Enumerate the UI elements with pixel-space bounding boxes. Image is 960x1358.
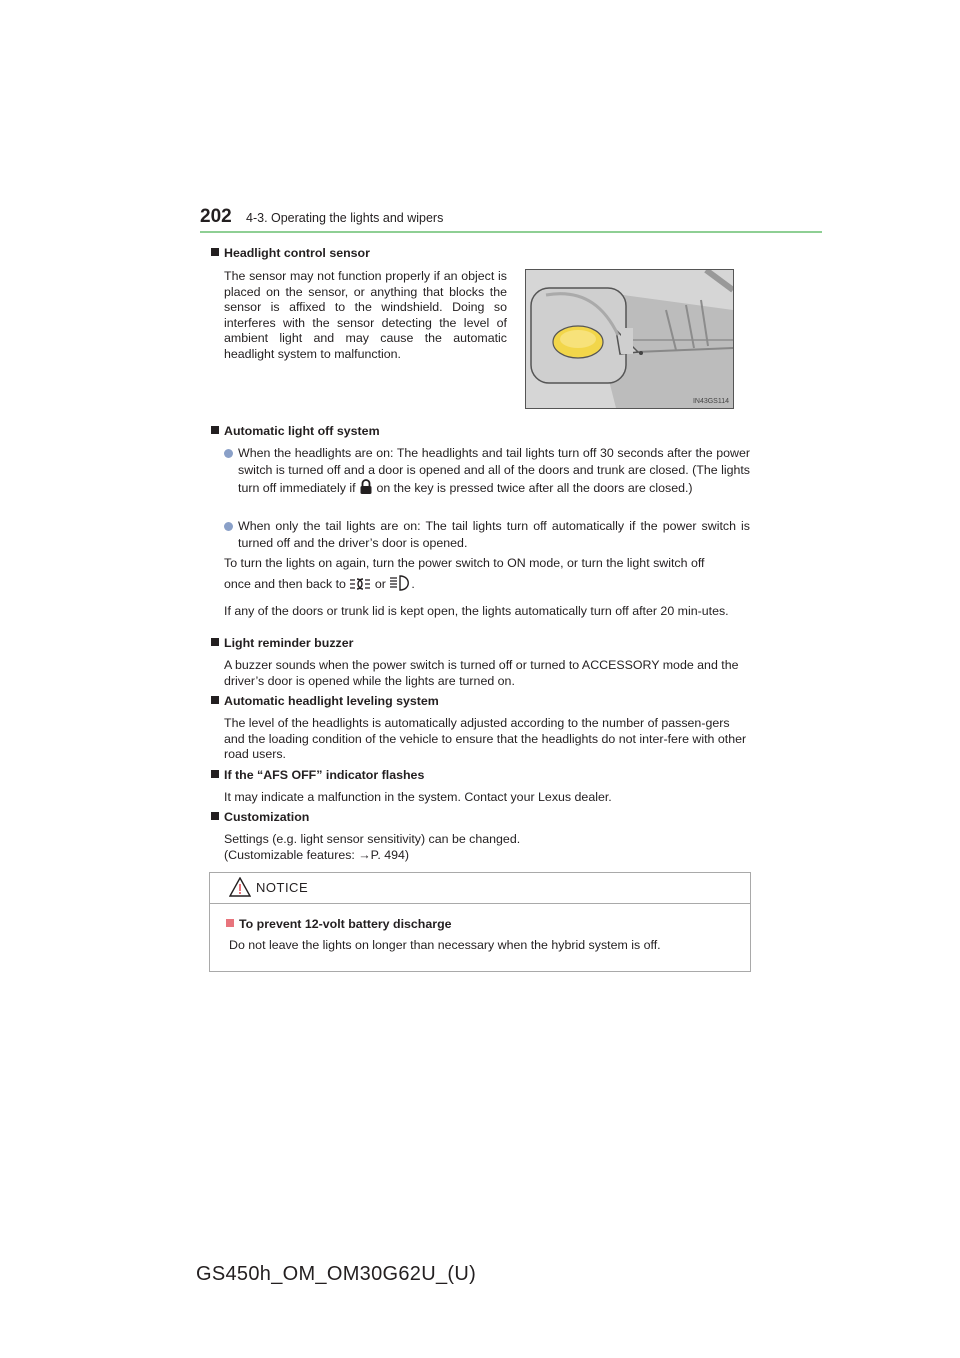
heading-square-icon [211, 426, 219, 434]
header-rule [200, 231, 822, 233]
page-header: 202 4-3. Operating the lights and wipers [200, 206, 840, 230]
heading-light-reminder: Light reminder buzzer [211, 636, 353, 651]
leveling-description: The level of the headlights is automatic… [224, 716, 747, 762]
heading-square-icon [226, 919, 234, 927]
notice-heading: To prevent 12-volt battery discharge [226, 917, 452, 931]
heading-square-icon [211, 696, 219, 704]
footer-model-code: GS450h_OM_OM30G62U_(U) [196, 1263, 477, 1285]
notice-text: Do not leave the lights on longer than n… [229, 938, 661, 952]
headlight-sensor-figure: IN43GS114 [525, 269, 734, 409]
heading-headlight-sensor: Headlight control sensor [211, 246, 370, 261]
headlight-icon [389, 574, 411, 596]
page-number: 202 [200, 206, 232, 227]
bullet-tail-lights-on: When only the tail lights are on: The ta… [224, 518, 750, 552]
heading-square-icon [211, 812, 219, 820]
buzzer-description: A buzzer sounds when the power switch is… [224, 658, 739, 688]
customization-settings: Settings (e.g. light sensor sensitivity)… [224, 832, 521, 846]
heading-square-icon [211, 770, 219, 778]
heading-square-icon [211, 248, 219, 256]
sensor-illustration [526, 270, 733, 408]
bullet-dot-icon [224, 449, 233, 458]
sensor-description: The sensor may not function properly if … [224, 269, 507, 361]
afs-description: It may indicate a malfunction in the sys… [224, 790, 612, 804]
heading-auto-light-off: Automatic light off system [211, 424, 380, 439]
customization-link: (Customizable features: →P. 494) [224, 848, 410, 862]
figure-code: IN43GS114 [692, 398, 729, 405]
bullet-headlights-on: When the headlights are on: The headligh… [224, 445, 750, 500]
tail-light-icon [349, 577, 371, 596]
section-title: 4-3. Operating the lights and wipers [246, 211, 444, 225]
heading-square-icon [211, 638, 219, 646]
lock-icon [359, 479, 373, 500]
notice-header: NOTICE [210, 873, 750, 904]
bullet-dot-icon [224, 522, 233, 531]
heading-afs-off: If the “AFS OFF” indicator flashes [211, 768, 424, 783]
heading-leveling-system: Automatic headlight leveling system [211, 694, 439, 709]
doors-open-auto-off: If any of the doors or trunk lid is kept… [224, 604, 729, 618]
heading-customization: Customization [211, 810, 309, 825]
notice-box: NOTICE To prevent 12-volt battery discha… [209, 872, 751, 972]
notice-title: NOTICE [256, 880, 309, 895]
warning-triangle-icon [228, 876, 252, 902]
turn-lights-on-again: To turn the lights on again, turn the po… [224, 556, 750, 596]
